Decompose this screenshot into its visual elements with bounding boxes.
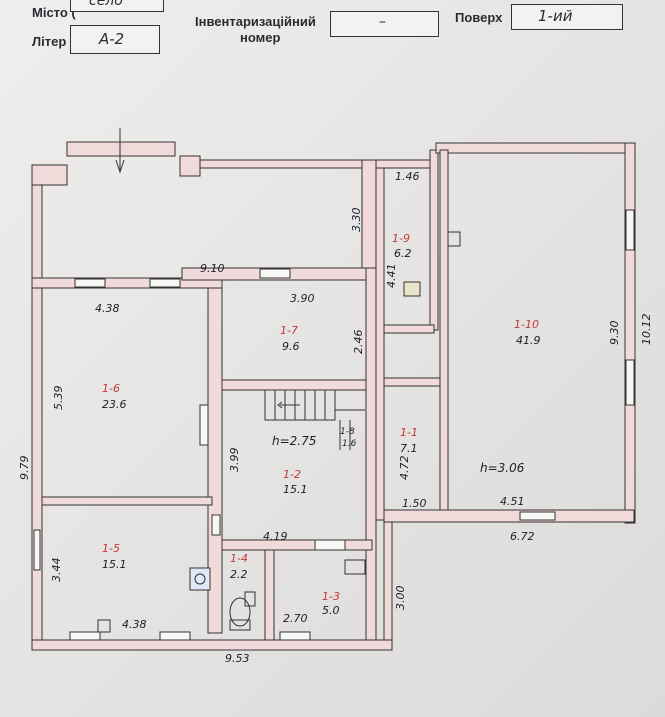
dim-9-79: 9.79	[18, 456, 31, 481]
city-value: село	[89, 0, 123, 9]
inventory-label-line2: номер	[240, 30, 281, 45]
dim-3-99: 3.99	[228, 448, 241, 473]
dim-1-46: 1.46	[395, 170, 420, 183]
inventory-label-line1: Інвентаризаційний	[195, 14, 316, 29]
room-number: 1-1	[400, 426, 418, 439]
room-1-3: 1-3 5.0	[322, 590, 340, 617]
fixtures	[97, 231, 461, 633]
dim-4-38-top: 4.38	[95, 302, 120, 315]
liter-field: А-2	[70, 25, 160, 54]
room-number: 1-7	[280, 324, 298, 337]
stairs	[115, 128, 365, 450]
room-number: 1-3	[322, 590, 340, 603]
city-field: село	[70, 0, 164, 12]
dim-4-19: 4.19	[263, 530, 288, 543]
room-number: 1-8	[340, 427, 355, 437]
room-1-7: 1-7 9.6	[280, 324, 300, 353]
floor-label: Поверх	[455, 10, 503, 25]
room-area: 9.6	[282, 340, 300, 353]
room-area: 2.2	[230, 568, 248, 581]
liter-value: А-2	[99, 30, 125, 48]
room-1-2: 1-2 15.1	[283, 468, 308, 496]
room-number: 1-6	[102, 382, 120, 395]
city-label: Місто (	[32, 5, 76, 20]
windows	[33, 209, 635, 641]
room-number: 1-2	[283, 468, 301, 481]
dim-4-72: 4.72	[398, 456, 411, 481]
dim-10-12: 10.12	[640, 314, 653, 346]
dim-9-10: 9.10	[200, 262, 225, 275]
room-1-10: 1-10 41.9	[514, 318, 541, 347]
room-number: 1-10	[514, 318, 539, 331]
room-number: 1-9	[392, 232, 410, 245]
room-1-5: 1-5 15.1	[102, 542, 127, 571]
dim-4-38-bottom: 4.38	[122, 618, 147, 631]
room-area: 5.0	[322, 604, 340, 617]
room-area: 6.2	[394, 247, 412, 260]
floor-field: 1-ий	[511, 4, 623, 30]
floor-value: 1-ий	[538, 7, 573, 25]
dim-3-44: 3.44	[50, 558, 63, 583]
dim-3-90: 3.90	[290, 292, 315, 305]
dim-9-53: 9.53	[225, 652, 250, 665]
ceiling-height-main: h=2.75	[272, 434, 316, 448]
dim-1-50: 1.50	[402, 497, 427, 510]
room-area: 15.1	[283, 483, 308, 496]
room-area: 23.6	[102, 398, 127, 411]
dim-3-00: 3.00	[394, 586, 407, 611]
room-area: 15.1	[102, 558, 127, 571]
inventory-value: –	[379, 14, 386, 30]
room-area: 41.9	[516, 334, 541, 347]
dim-9-30: 9.30	[608, 321, 621, 346]
walls	[31, 141, 636, 651]
room-1-8: 1-8 1.6	[340, 427, 357, 449]
room-number: 1-5	[102, 542, 120, 555]
liter-label: Літер	[32, 34, 67, 49]
dim-4-51: 4.51	[500, 495, 525, 508]
dim-2-46: 2.46	[352, 330, 365, 355]
room-1-1: 1-1 7.1	[400, 426, 418, 455]
dim-6-72: 6.72	[510, 530, 535, 543]
room-area: 7.1	[400, 442, 418, 455]
dim-5-39: 5.39	[52, 386, 65, 411]
inventory-field: –	[330, 11, 439, 37]
dim-2-70: 2.70	[283, 612, 308, 625]
room-1-9: 1-9 6.2	[392, 232, 412, 260]
room-number: 1-4	[230, 552, 248, 565]
room-1-4: 1-4 2.2	[230, 552, 248, 581]
room-1-6: 1-6 23.6	[102, 382, 127, 411]
dim-3-30: 3.30	[350, 208, 363, 233]
dim-4-41: 4.41	[385, 264, 398, 289]
ceiling-height-right: h=3.06	[480, 461, 525, 475]
room-area: 1.6	[342, 439, 357, 449]
